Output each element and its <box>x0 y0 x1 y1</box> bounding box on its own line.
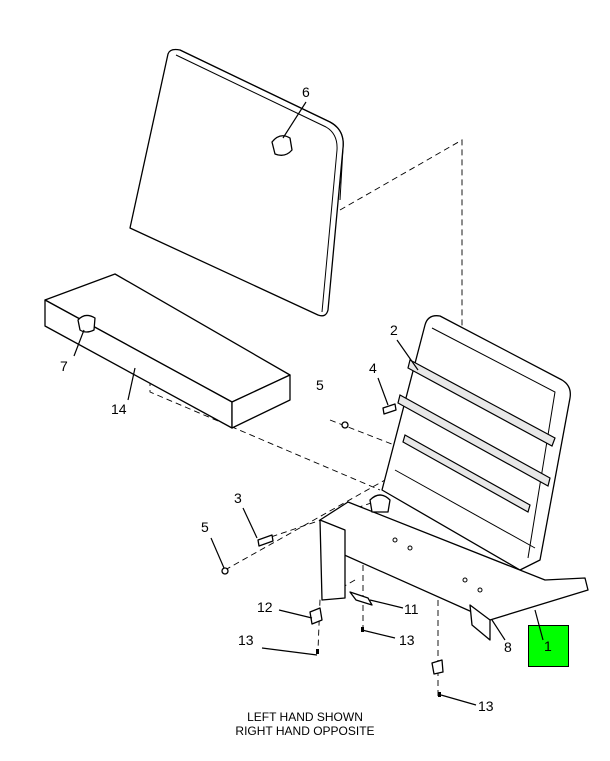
backrest-cushion[interactable] <box>129 48 344 317</box>
screw-13c <box>438 692 441 697</box>
bolt-4 <box>382 403 397 415</box>
callout-5-lower[interactable]: 5 <box>201 519 209 535</box>
callout-11[interactable]: 11 <box>404 601 419 617</box>
caption-line-1: LEFT HAND SHOWN <box>247 710 363 724</box>
callout-8[interactable]: 8 <box>504 639 512 655</box>
seat-cushion[interactable] <box>44 273 291 429</box>
seat-base[interactable] <box>319 494 589 641</box>
bolt-3 <box>257 534 274 547</box>
screw-13b <box>361 627 364 632</box>
callout-3[interactable]: 3 <box>234 490 242 506</box>
screw-13a <box>316 649 319 654</box>
clip-12 <box>309 607 323 625</box>
bracket-11 <box>349 591 373 606</box>
callout-5-upper[interactable]: 5 <box>316 377 324 393</box>
nut-5-upper <box>341 421 349 429</box>
callout-13-lower[interactable]: 13 <box>478 698 494 714</box>
callout-4[interactable]: 4 <box>369 360 377 376</box>
callout-14[interactable]: 14 <box>111 401 127 417</box>
callout-2[interactable]: 2 <box>390 322 398 338</box>
callouts: 6 2 4 5 7 14 3 5 12 11 13 13 8 1 13 <box>60 84 552 714</box>
callout-1[interactable]: 1 <box>544 638 552 654</box>
callout-13-left[interactable]: 13 <box>238 632 254 648</box>
nut-5-lower <box>221 567 229 575</box>
callout-7[interactable]: 7 <box>60 358 68 374</box>
seat-frame[interactable] <box>381 315 571 571</box>
clip-lower <box>431 659 444 675</box>
callout-6[interactable]: 6 <box>302 84 310 100</box>
hardware <box>221 403 444 697</box>
callout-12[interactable]: 12 <box>257 599 273 615</box>
callout-13-middle[interactable]: 13 <box>399 632 415 648</box>
caption-line-2: RIGHT HAND OPPOSITE <box>235 724 375 738</box>
highlighted-part-box[interactable] <box>528 625 569 667</box>
leader-lines <box>73 101 544 706</box>
